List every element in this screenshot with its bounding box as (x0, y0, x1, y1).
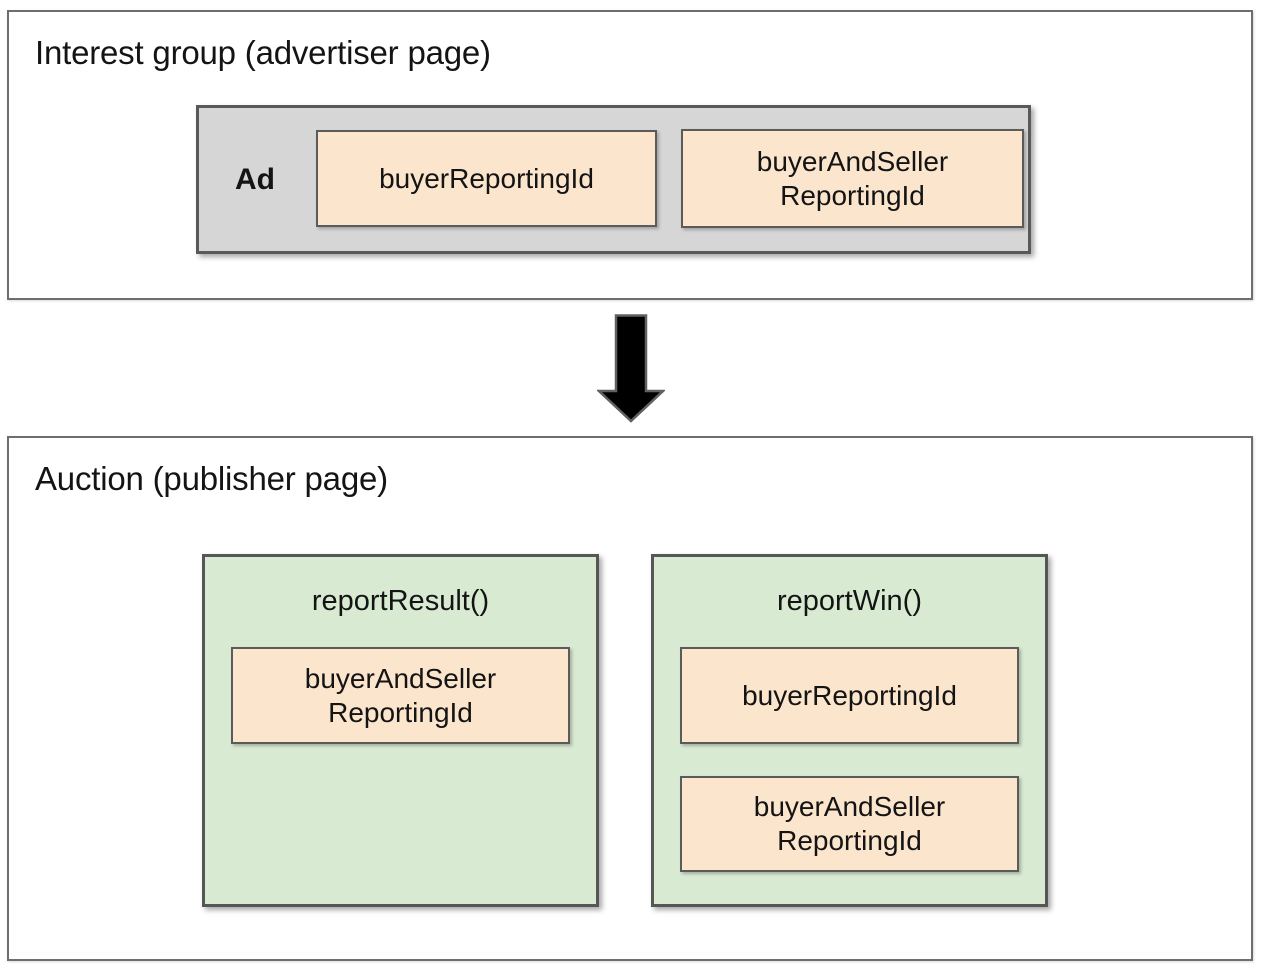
down-arrow-icon (595, 314, 667, 423)
buyer-reporting-id-chip: buyerReportingId (316, 130, 657, 227)
report-result-box: reportResult() buyerAndSeller ReportingI… (202, 554, 599, 907)
report-result-title: reportResult() (311, 585, 490, 617)
buyer-and-seller-reporting-id-chip: buyerAndSeller ReportingId (681, 129, 1024, 228)
ad-label: Ad (235, 162, 275, 196)
report-win-title: reportWin() (776, 585, 922, 617)
report-result-buyer-and-seller-reporting-id-chip: buyerAndSeller ReportingId (231, 647, 570, 744)
report-win-buyer-reporting-id-chip: buyerReportingId (680, 647, 1019, 744)
interest-group-section: Interest group (advertiser page) Ad buye… (7, 10, 1253, 300)
interest-group-title: Interest group (advertiser page) (35, 34, 491, 71)
auction-title: Auction (publisher page) (35, 460, 388, 497)
report-win-buyer-and-seller-reporting-id-chip: buyerAndSeller ReportingId (680, 776, 1019, 872)
report-win-box: reportWin() buyerReportingId buyerAndSel… (651, 554, 1048, 907)
ad-container: Ad buyerReportingId buyerAndSeller Repor… (196, 105, 1031, 254)
auction-section: Auction (publisher page) reportResult() … (7, 436, 1253, 961)
